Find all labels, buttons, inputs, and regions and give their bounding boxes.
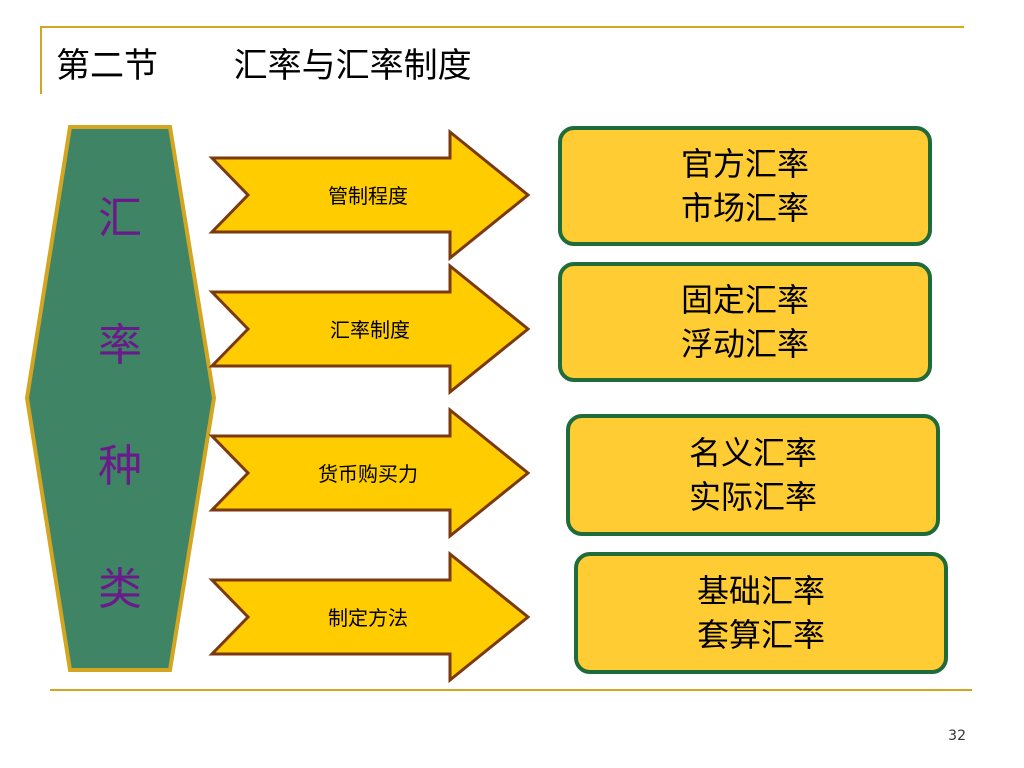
result-box-3: 名义汇率 实际汇率 [566,414,940,536]
criteria-label-3: 货币购买力 [318,462,418,486]
slide-title: 第二节 汇率与汇率制度 [56,38,472,87]
result-line-1a: 官方汇率 [680,145,809,183]
result-line-1b: 市场汇率 [680,189,809,227]
page-number: 32 [948,728,966,744]
criteria-arrow-3: 货币购买力 [208,406,531,540]
result-box-2: 固定汇率 浮动汇率 [558,262,932,382]
result-line-2a: 固定汇率 [680,281,809,319]
criteria-arrow-4: 制定方法 [208,550,531,684]
title-top-rule [40,26,964,28]
criteria-label-4: 制定方法 [328,606,408,630]
result-line-3a: 名义汇率 [688,434,817,472]
result-line-4a: 基础汇率 [696,572,825,610]
category-hexagon [24,125,217,672]
result-box-4: 基础汇率 套算汇率 [574,552,948,674]
category-char-4: 类 [98,564,142,615]
criteria-arrow-1: 管制程度 [208,128,531,262]
category-char-1: 汇 [98,193,142,244]
result-line-3b: 实际汇率 [688,478,817,516]
criteria-label-2: 汇率制度 [330,318,410,342]
category-char-3: 种 [98,441,142,492]
criteria-label-1: 管制程度 [328,184,408,208]
section-label: 第二节 [56,46,158,86]
title-left-rule [40,26,42,94]
category-char-2: 率 [98,320,142,371]
result-box-1: 官方汇率 市场汇率 [558,126,932,246]
criteria-arrow-2: 汇率制度 [208,262,531,396]
topic-label: 汇率与汇率制度 [233,46,472,86]
result-line-4b: 套算汇率 [696,616,825,654]
result-line-2b: 浮动汇率 [680,325,809,363]
bottom-rule [50,689,972,691]
